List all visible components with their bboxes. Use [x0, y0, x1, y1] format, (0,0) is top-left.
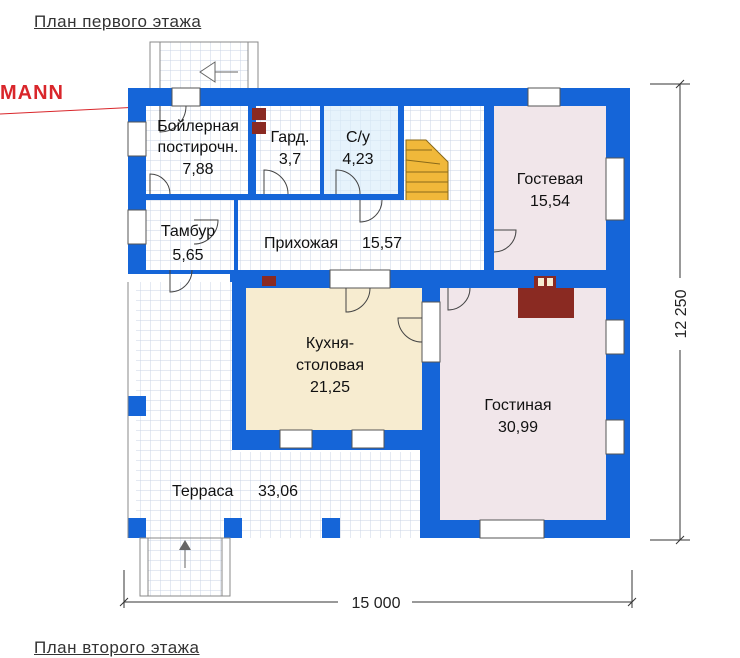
- bottom-steps: [139, 537, 231, 597]
- kitchen-name-line1: Кухня-: [306, 335, 354, 352]
- windows: [127, 87, 625, 539]
- wardrobe-area: 3,7: [279, 151, 301, 168]
- terrace-area: [127, 274, 420, 538]
- hallway-name: Прихожая: [264, 235, 338, 252]
- guest-name: Гостевая: [517, 171, 583, 188]
- room-wardrobe: [256, 106, 320, 194]
- page-title: План первого этажа: [34, 12, 202, 31]
- brand-logo: MANN: [0, 82, 64, 104]
- guest-area: 15,54: [530, 193, 570, 210]
- width-dimension: [119, 570, 637, 608]
- boiler-name-line1: Бойлерная: [157, 118, 239, 135]
- width-dimension-label: 15 000: [352, 595, 401, 612]
- bathroom-name: С/у: [346, 129, 370, 146]
- stove-vent: [262, 276, 276, 286]
- boiler-unit: [252, 108, 266, 120]
- vestibule-area: 5,65: [172, 247, 203, 264]
- hallway-area: 15,57: [362, 235, 402, 252]
- room-living: [440, 288, 606, 520]
- room-hallway: [238, 200, 484, 270]
- living-area: 30,99: [498, 419, 538, 436]
- kitchen-area: 21,25: [310, 379, 350, 396]
- vestibule-name: Тамбур: [161, 223, 215, 240]
- terrace-name: Терраса: [172, 483, 233, 500]
- terrace-area-value: 33,06: [258, 483, 298, 500]
- top-porch: [149, 41, 259, 93]
- height-dimension: [650, 79, 690, 545]
- height-dimension-label: 12 250: [673, 289, 690, 338]
- bathroom-area: 4,23: [342, 151, 373, 168]
- fireplace: [518, 288, 574, 318]
- wardrobe-name: Гард.: [271, 129, 310, 146]
- boiler-name-line2: постирочн.: [158, 139, 239, 156]
- room-vestibule: [146, 200, 234, 270]
- next-section-title: План второго этажа: [34, 638, 200, 657]
- room-guest: [494, 106, 606, 270]
- living-name: Гостиная: [484, 397, 551, 414]
- door-swings: [149, 105, 517, 343]
- boiler-area: 7,88: [182, 161, 213, 178]
- room-kitchen: [246, 288, 422, 430]
- kitchen-name-line2: столовая: [296, 357, 364, 374]
